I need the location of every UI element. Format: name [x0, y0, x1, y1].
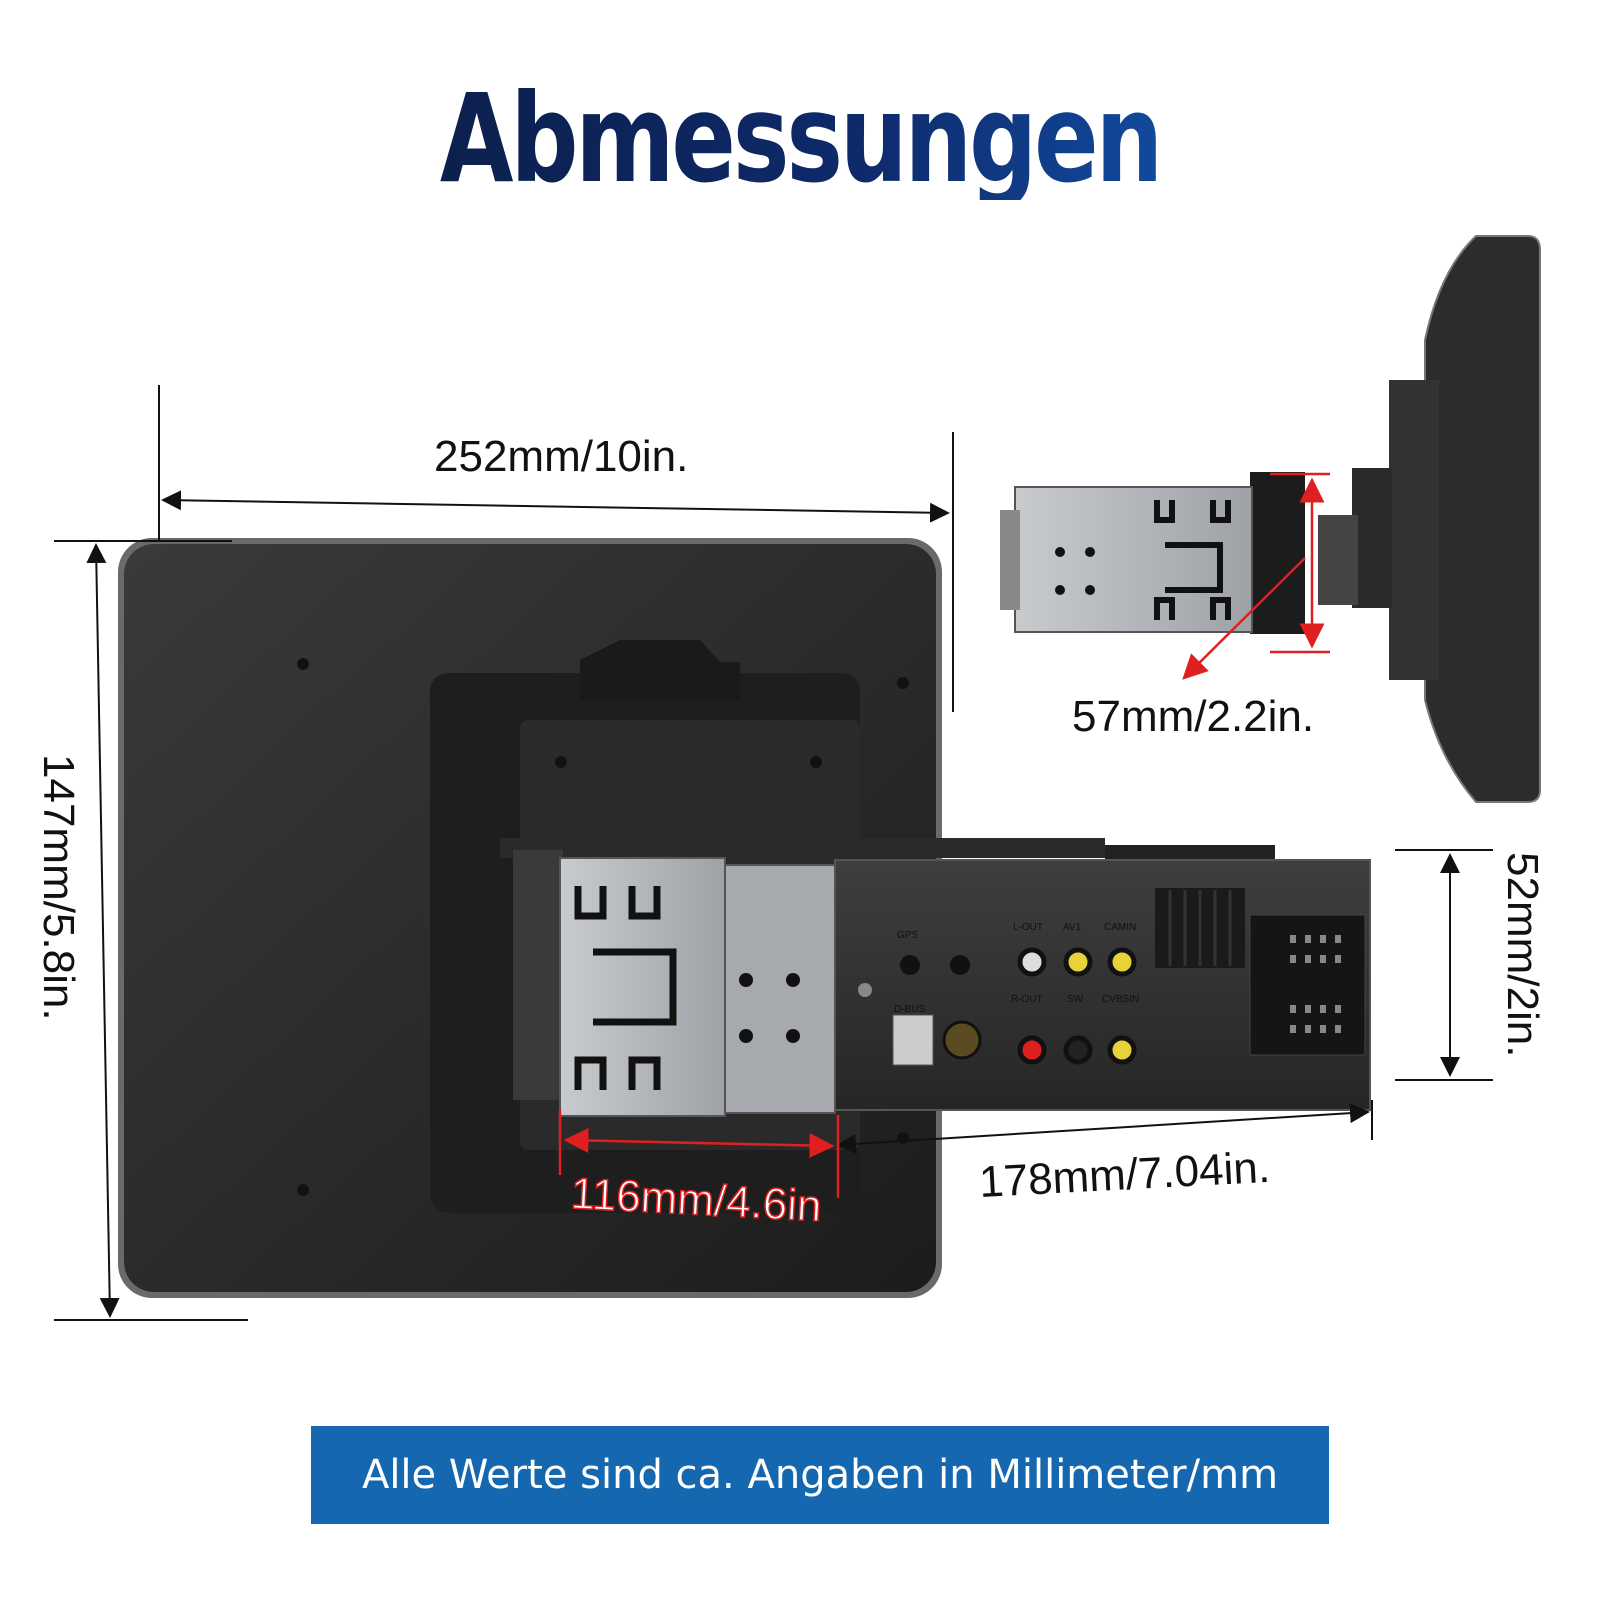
side-face-plate [1250, 472, 1305, 634]
port-label-sw: SW [1067, 994, 1084, 1005]
mounting-clip [580, 640, 740, 700]
screw-icon [810, 756, 822, 768]
port-label-cam-in: CAMIN [1104, 922, 1136, 933]
screw-icon [555, 756, 567, 768]
bracket-height-label: 57mm/2.2in. [1072, 692, 1314, 741]
width-label: 252mm/10in. [434, 432, 688, 481]
side-screen [1424, 235, 1541, 803]
port-label-gps: GPS [897, 930, 918, 941]
screw-icon [297, 658, 309, 670]
side-view-device [1000, 235, 1541, 803]
dbus-port-icon [892, 1014, 934, 1066]
footer-note: Alle Werte sind ca. Angaben in Millimete… [311, 1426, 1329, 1524]
rca-black-icon [1063, 1035, 1093, 1065]
port-label-dbus: D-BUS [894, 1004, 925, 1015]
page-title: Abmessungen [176, 78, 1424, 200]
port-label-r-out: R-OUT [1011, 994, 1043, 1005]
head-unit-chassis: GPS D-BUS L-OUT AV1 CAMIN R-OUT SW CVBSI… [500, 838, 1371, 1117]
side-bracket [1389, 380, 1439, 680]
port-label-av1: AV1 [1063, 922, 1082, 933]
gps-port-icon [900, 955, 920, 975]
rca-yellow-icon [1107, 947, 1137, 977]
height-label: 147mm/5.8in. [34, 754, 83, 1021]
side-metal-cage [1014, 486, 1253, 633]
metal-cage-side [724, 864, 836, 1114]
screw-icon [297, 1184, 309, 1196]
screw-icon [897, 677, 909, 689]
rca-yellow-icon [1107, 1035, 1137, 1065]
rca-yellow-icon [1063, 947, 1093, 977]
cage-frame [513, 850, 563, 1100]
chassis-depth-label: 178mm/7.04in. [978, 1143, 1271, 1207]
port-label-cvbs-in: CVBSIN [1102, 994, 1139, 1005]
metal-cage [559, 857, 726, 1117]
rca-red-icon [1017, 1035, 1047, 1065]
chassis-height-label: 52mm/2in. [1498, 852, 1547, 1057]
rca-white-icon [1017, 947, 1047, 977]
port-label-l-out: L-OUT [1013, 922, 1043, 933]
